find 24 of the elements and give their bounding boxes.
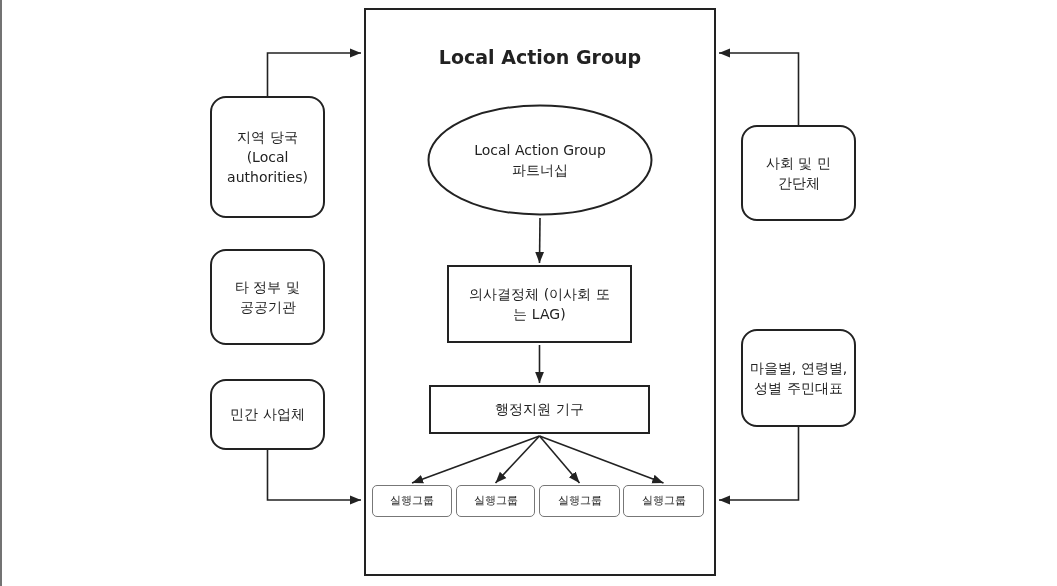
rounded-box: 사회 및 민간단체 <box>741 125 856 221</box>
rounded-box: 타 정부 및 공공기관 <box>210 249 325 345</box>
group-box: 실행그룹 <box>539 485 620 517</box>
group-box: 실행그룹 <box>623 485 704 517</box>
arrow <box>535 344 544 384</box>
group-box: 실행그룹 <box>372 485 452 517</box>
arrow <box>535 217 545 264</box>
arrow <box>718 48 800 126</box>
arrow <box>718 426 800 505</box>
group-box <box>364 8 716 576</box>
arrow <box>266 48 362 97</box>
process-box: 행정지원 기구 <box>429 385 650 434</box>
ellipse-node: Local Action Group 파트너십 <box>427 104 653 216</box>
rounded-box: 지역 당국 (Local authorities) <box>210 96 325 218</box>
arrow <box>538 435 581 484</box>
arrow <box>538 435 665 484</box>
arrow <box>411 435 541 484</box>
process-box: 의사결정체 (이사회 또는 LAG) <box>447 265 632 343</box>
group-box: 실행그룹 <box>456 485 535 517</box>
rounded-box: 마을별, 연령별, 성별 주민대표 <box>741 329 856 427</box>
group-title: Local Action Group <box>437 45 643 70</box>
rounded-box: 민간 사업체 <box>210 379 325 450</box>
arrow <box>266 449 362 505</box>
arrow <box>494 435 541 484</box>
